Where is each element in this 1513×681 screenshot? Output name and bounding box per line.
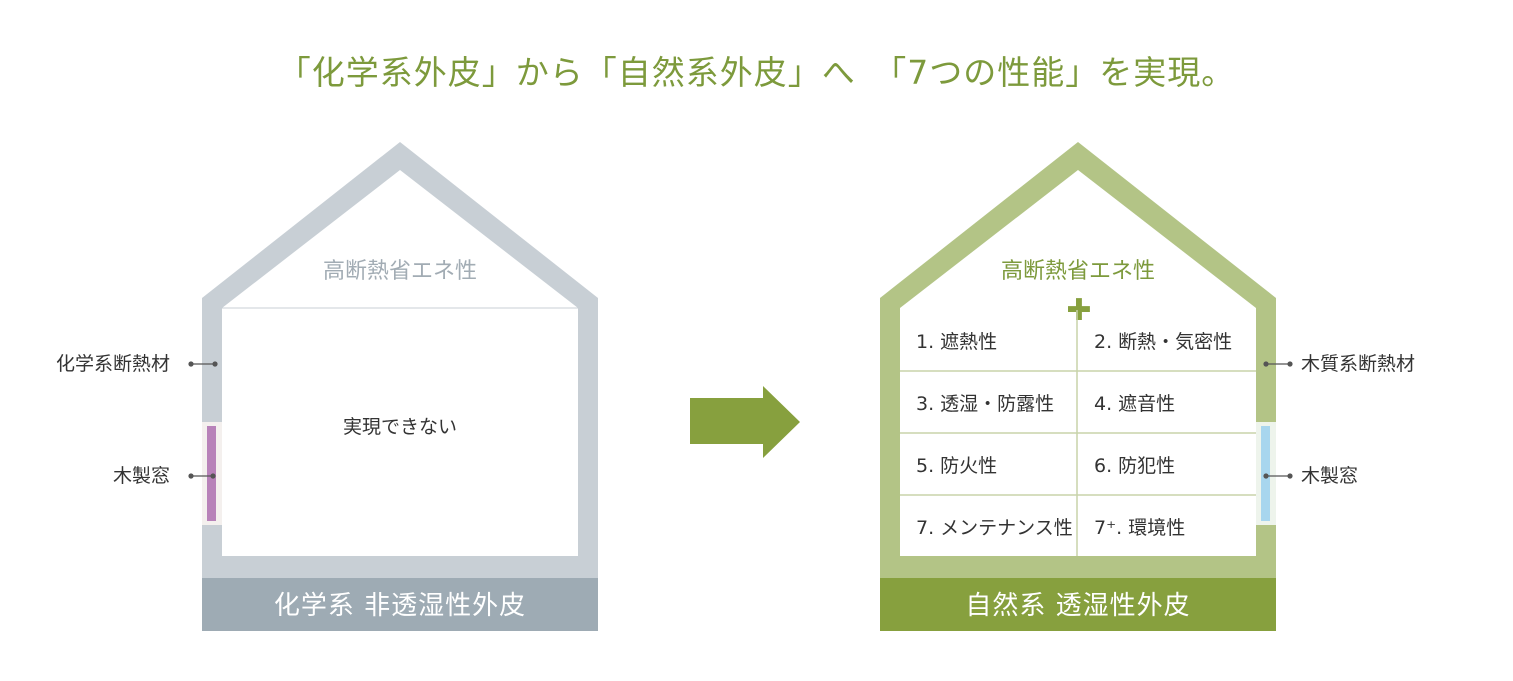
left-window: [207, 426, 216, 521]
right-house-interior: [900, 170, 1256, 556]
right-insulation-label: 木質系断熱材: [1301, 353, 1415, 375]
left-insulation-leader: [188, 361, 218, 367]
left-house-interior: [222, 170, 578, 556]
performance-grid: [900, 310, 1256, 556]
right-house-bottom-band: [880, 578, 1276, 631]
left-house: 高断熱省エネ性 実現できない 化学系 非透湿性外皮 化学系断熱材 木製窓: [56, 142, 598, 631]
right-roof-label: 高断熱省エネ性: [1001, 259, 1155, 284]
left-insulation-label: 化学系断熱材: [56, 353, 170, 375]
left-house-bottom-band: [202, 578, 598, 631]
right-window-leader: [1263, 473, 1293, 479]
performance-cell-7: 7. メンテナンス性: [916, 517, 1073, 539]
left-roof-label: 高断熱省エネ性: [323, 259, 477, 284]
performance-cell-2: 2. 断熱・気密性: [1094, 331, 1232, 353]
right-bottom-label: 自然系 透湿性外皮: [965, 591, 1190, 621]
performance-cell-1: 1. 遮熱性: [916, 331, 997, 353]
performance-cell-6: 6. 防犯性: [1094, 455, 1175, 477]
performance-cell-3: 3. 透湿・防露性: [916, 393, 1054, 415]
left-center-text: 実現できない: [343, 416, 457, 438]
left-bottom-label: 化学系 非透湿性外皮: [274, 591, 526, 621]
headline: 「化学系外皮」から「自然系外皮」へ 「7つの性能」を実現。: [277, 53, 1236, 92]
right-window-label: 木製窓: [1301, 465, 1358, 487]
right-arrow-icon: [690, 386, 800, 458]
performance-cell-5: 5. 防火性: [916, 455, 997, 477]
plus-icon: ✚: [1066, 293, 1091, 328]
right-house: 高断熱省エネ性 ✚ 1. 遮熱性 2. 断熱・気密性 3. 透湿・防露性 4. …: [880, 142, 1415, 631]
performance-cell-4: 4. 遮音性: [1094, 393, 1175, 415]
left-window-leader: [188, 473, 216, 479]
left-window-label: 木製窓: [113, 465, 170, 487]
performance-cell-7plus: 7⁺. 環境性: [1094, 517, 1185, 539]
right-insulation-leader: [1263, 361, 1293, 367]
